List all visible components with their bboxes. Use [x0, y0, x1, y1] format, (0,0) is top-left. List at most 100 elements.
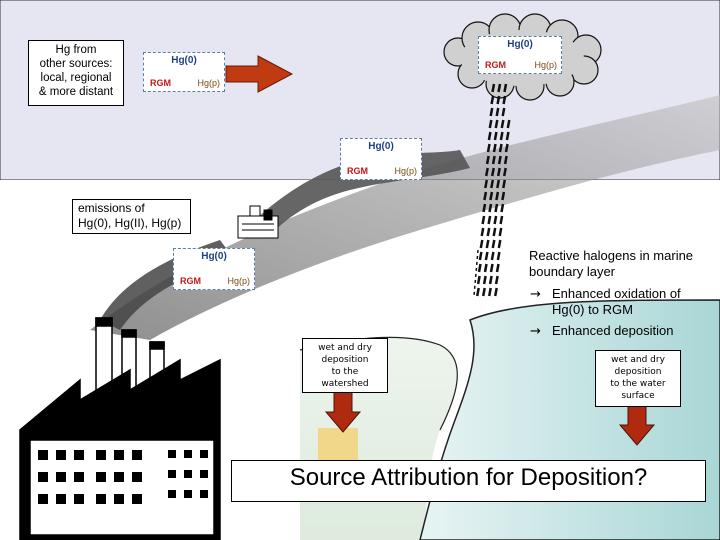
down-arrow-icon: [324, 391, 362, 433]
rain-streak: [492, 227, 497, 237]
rain-streak: [495, 107, 500, 117]
rain-streak: [501, 191, 506, 201]
rain-streak: [486, 227, 491, 237]
rain-streak: [489, 191, 494, 201]
rain-streak: [502, 179, 507, 189]
hgp-label: Hg(p): [394, 166, 417, 176]
rain-streak: [496, 251, 501, 261]
rain-streak: [490, 179, 495, 189]
watershed-deposition-line-3: to the: [331, 367, 359, 377]
rain-streak: [490, 167, 495, 177]
watershed-deposition-line-2: deposition: [321, 355, 369, 365]
hg0-label: Hg(0): [201, 251, 227, 262]
rain-streak: [476, 275, 481, 285]
halogen-bullet-2: Enhanced deposition: [552, 323, 673, 338]
rain-streak: [502, 167, 507, 177]
rain-streak: [479, 239, 484, 249]
rgm-label: RGM: [347, 166, 368, 176]
rain-streak: [485, 155, 490, 165]
halogen-line-2: boundary layer: [529, 264, 616, 279]
rain-streak: [482, 203, 487, 213]
rain-streak: [489, 263, 494, 273]
rain-streak: [475, 287, 480, 297]
rain-streak: [506, 119, 511, 129]
rain-streak: [489, 107, 494, 117]
rain-streak: [477, 263, 482, 273]
emissions-label: emissions of Hg(0), Hg(II), Hg(p): [72, 199, 191, 234]
rain-streak: [494, 119, 499, 129]
rain-streak: [496, 167, 501, 177]
speciation-box-factory: Hg(0) RGM Hg(p): [173, 248, 255, 290]
rain-streak: [494, 203, 499, 213]
water-deposition-label: wet and dry deposition to the water surf…: [595, 350, 681, 407]
rgm-label: RGM: [485, 60, 506, 70]
rgm-label: RGM: [180, 276, 201, 286]
rain-streak: [473, 249, 479, 297]
rain-streak: [496, 179, 501, 189]
rain-streak: [485, 239, 490, 249]
rain-streak: [492, 143, 497, 153]
rain-streak: [491, 155, 496, 165]
halogen-bullet-1a: Enhanced oxidation of: [552, 286, 681, 301]
down-arrow-icon: [618, 404, 656, 446]
rain-streak: [488, 275, 493, 285]
hg0-label: Hg(0): [171, 55, 197, 66]
rain-streak: [488, 119, 493, 129]
rain-streak: [493, 287, 498, 297]
rain-streak: [488, 203, 493, 213]
rain-streak: [487, 287, 492, 297]
rain-streak: [504, 143, 509, 153]
speciation-box-sources: Hg(0) RGM Hg(p): [143, 52, 225, 92]
hgp-label: Hg(p): [534, 60, 557, 70]
source-attribution-question: Source Attribution for Deposition?: [231, 460, 706, 502]
rain-streak: [491, 239, 496, 249]
speciation-box-plume: Hg(0) RGM Hg(p): [340, 138, 422, 180]
rain-streak: [502, 95, 507, 105]
other-sources-label: Hg from other sources: local, regional &…: [28, 40, 124, 106]
rain-streak: [503, 155, 508, 165]
rain-streak: [481, 287, 486, 297]
rain-streak: [484, 167, 489, 177]
rain-streak: [499, 131, 504, 141]
right-arrow-icon: [225, 55, 294, 93]
rain-streak: [480, 227, 485, 237]
rain-streak: [497, 155, 502, 165]
halogen-line-1: Reactive halogens in marine: [529, 248, 693, 263]
rain-streak: [503, 83, 508, 93]
rain-streak: [505, 131, 510, 141]
hg0-label: Hg(0): [368, 141, 394, 152]
other-sources-line-1: Hg from: [55, 44, 97, 56]
emissions-line-2: Hg(0), Hg(II), Hg(p): [78, 216, 182, 230]
other-sources-line-4: & more distant: [38, 86, 114, 98]
emissions-line-1: emissions of: [78, 201, 145, 215]
rain-streak: [500, 203, 505, 213]
hg0-label: Hg(0): [507, 39, 533, 50]
hgp-label: Hg(p): [227, 276, 250, 286]
other-sources-line-2: other sources:: [39, 58, 113, 70]
water-deposition-line-1: wet and dry: [611, 355, 665, 365]
rain-streak: [490, 95, 495, 105]
rain-streak: [495, 191, 500, 201]
rain-streak: [487, 131, 492, 141]
halogen-bullet-1b: Hg(0) to RGM: [552, 302, 633, 317]
rain-streak: [495, 263, 500, 273]
watershed-deposition-label: wet and dry deposition to the watershed: [302, 338, 388, 393]
rain-streak: [500, 119, 505, 129]
rain-streak: [486, 143, 491, 153]
rain-streak: [481, 215, 486, 225]
other-sources-line-3: local, regional: [40, 72, 112, 84]
speciation-box-cloud: Hg(0) RGM Hg(p): [478, 36, 562, 74]
water-deposition-line-3: to the water: [610, 379, 666, 389]
rain-streak: [496, 95, 501, 105]
small-factory-icon: [237, 205, 279, 239]
factory-icon: [19, 317, 221, 540]
rain-icon: [473, 83, 511, 297]
rain-streak: [493, 215, 498, 225]
rain-streak: [484, 251, 489, 261]
rain-streak: [499, 215, 504, 225]
rain-streak: [491, 83, 496, 93]
rain-streak: [493, 131, 498, 141]
rain-streak: [483, 263, 488, 273]
rain-streak: [498, 227, 503, 237]
rain-streak: [483, 191, 488, 201]
